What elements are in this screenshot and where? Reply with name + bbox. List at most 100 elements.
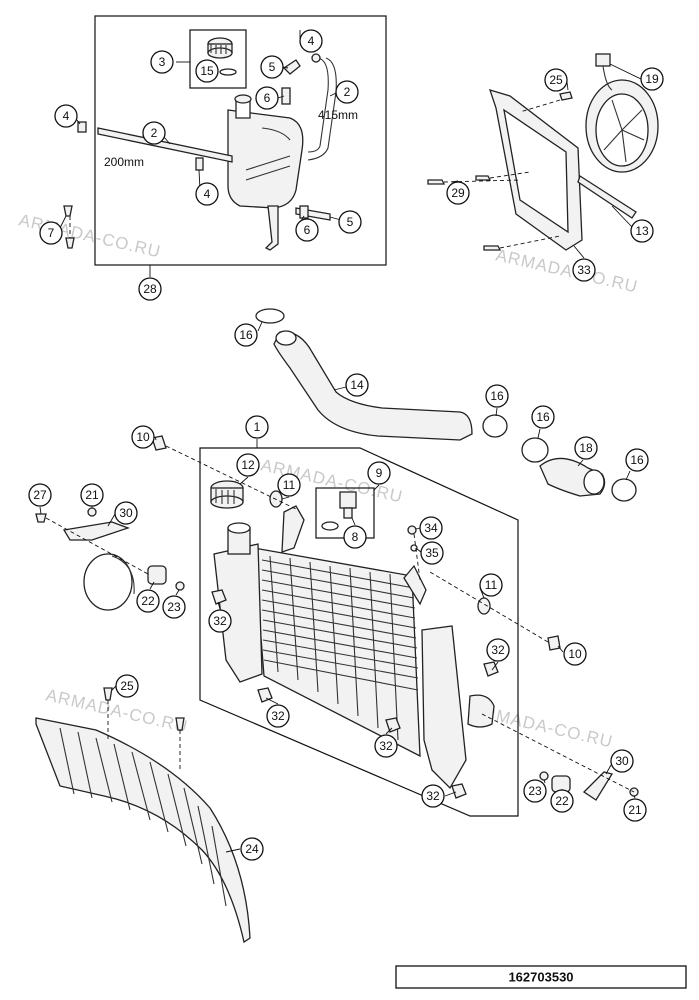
callout-c18: 18 — [574, 436, 598, 460]
callout-c2a: 2 — [335, 80, 359, 104]
callout-c7: 7 — [39, 221, 63, 245]
callout-circle — [115, 674, 139, 698]
radiator-group — [151, 435, 564, 817]
callout-label: 3 — [159, 55, 166, 69]
callout-c4b: 4 — [54, 104, 78, 128]
callout-label: 25 — [120, 679, 134, 693]
callout-c6a: 6 — [255, 86, 279, 110]
callout-c27: 27 — [28, 483, 52, 507]
hose-long-dimension: 415mm — [318, 108, 358, 122]
radiator-core-part — [253, 547, 421, 758]
callout-c25a: 25 — [544, 68, 568, 92]
mount-cover-part — [83, 553, 133, 611]
callout-circle — [295, 218, 319, 242]
spring-clip-bottom-mid — [385, 717, 401, 733]
spring-clip-bottom-right — [451, 783, 467, 799]
fan-shroud-opening — [503, 108, 569, 234]
callout-c33: 33 — [572, 258, 596, 282]
callout-circle — [299, 29, 323, 53]
callout-circle — [343, 525, 367, 549]
expansion-tank-group: 415mm 200mm — [59, 15, 387, 277]
temperature-sensor-part — [339, 491, 357, 509]
callout-label: 34 — [424, 521, 438, 535]
reference-number-box: 162703530 — [395, 965, 687, 989]
callout-c13: 13 — [630, 219, 654, 243]
callout-c14: 14 — [345, 373, 369, 397]
callout-label: 19 — [645, 72, 659, 86]
callout-c3: 3 — [150, 50, 174, 74]
callout-label: 22 — [555, 794, 569, 808]
hose-clamp-upper — [255, 308, 285, 324]
callout-circle — [245, 415, 269, 439]
callout-label: 15 — [200, 64, 214, 78]
callout-label: 11 — [485, 578, 498, 592]
callout-label: 32 — [213, 614, 227, 628]
mounting-bracket-right — [582, 771, 614, 801]
mounting-screw-lower — [65, 237, 75, 249]
callout-c28: 28 — [138, 277, 162, 301]
callout-circle — [367, 461, 391, 485]
callout-label: 16 — [490, 389, 504, 403]
bracket-nut-left — [87, 507, 97, 517]
hose-short-dimension: 200mm — [104, 155, 144, 169]
callout-label: 5 — [269, 60, 276, 74]
radiator-cap-part — [210, 480, 244, 509]
hose-clip-top — [311, 53, 321, 63]
callout-c23a: 23 — [162, 595, 186, 619]
callout-label: 23 — [528, 784, 542, 798]
callout-circle — [550, 789, 574, 813]
spacer-right — [539, 771, 549, 781]
spacer-left — [175, 581, 185, 591]
sensor-seal-part — [321, 521, 339, 531]
callout-c6b: 6 — [295, 218, 319, 242]
callout-circle — [54, 104, 78, 128]
radiator-frame — [199, 447, 519, 817]
callout-c30b: 30 — [610, 749, 634, 773]
callout-label: 21 — [628, 803, 642, 817]
callout-circle — [574, 436, 598, 460]
callout-label: 14 — [350, 378, 364, 392]
callout-label: 16 — [239, 328, 253, 342]
callout-label: 18 — [579, 441, 593, 455]
callout-c32d: 32 — [374, 734, 398, 758]
callout-circle — [335, 80, 359, 104]
cap-detail-frame — [189, 29, 247, 89]
callout-c22a: 22 — [136, 589, 160, 613]
callout-circle — [138, 277, 162, 301]
callout-circle — [446, 181, 470, 205]
hose-clip-mid — [195, 157, 204, 171]
callout-label: 11 — [283, 478, 296, 492]
callout-label: 33 — [577, 263, 591, 277]
callout-circle — [114, 501, 138, 525]
callout-circle — [345, 373, 369, 397]
overflow-hose-long — [307, 57, 329, 153]
callout-c32b: 32 — [486, 638, 510, 662]
callout-c34: 34 — [419, 516, 443, 540]
callout-label: 4 — [204, 187, 211, 201]
callout-c19: 19 — [640, 67, 664, 91]
callout-c21b: 21 — [623, 798, 647, 822]
callout-circle — [39, 221, 63, 245]
callout-c16d: 16 — [625, 448, 649, 472]
callout-c30a: 30 — [114, 501, 138, 525]
hose-clip-left — [77, 121, 87, 133]
hose-clamp-far — [611, 478, 637, 502]
radiator-right-tank — [421, 625, 467, 790]
callout-circle — [195, 59, 219, 83]
callout-circle — [486, 638, 510, 662]
callout-c10b: 10 — [563, 642, 587, 666]
callout-label: 25 — [549, 73, 563, 87]
callout-c16a: 16 — [234, 323, 258, 347]
nut-part — [407, 525, 417, 535]
callout-label: 16 — [630, 453, 644, 467]
rubber-damper-left — [147, 565, 167, 585]
callout-c10a: 10 — [131, 425, 155, 449]
hose-clamp-bottom — [299, 205, 309, 219]
callout-label: 32 — [271, 709, 285, 723]
callout-label: 27 — [33, 488, 47, 502]
callout-circle — [255, 86, 279, 110]
callout-c12: 12 — [236, 453, 260, 477]
callout-c5a: 5 — [260, 55, 284, 79]
